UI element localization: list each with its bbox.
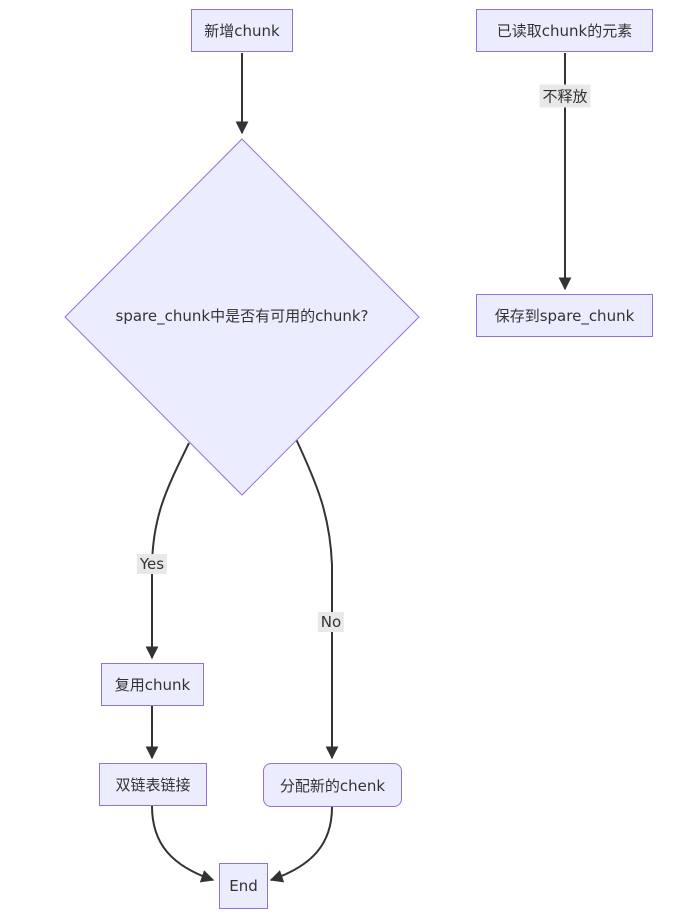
edge-label-no: No bbox=[317, 612, 345, 632]
edge-decision-alloc bbox=[295, 438, 339, 760]
node-doubly-linked: 双链表链接 bbox=[99, 763, 207, 806]
node-decision-label: spare_chunk中是否有可用的chunk? bbox=[115, 307, 369, 325]
edge-label-no-release: 不释放 bbox=[539, 84, 591, 108]
node-new-chunk: 新增chunk bbox=[191, 9, 293, 52]
edge-alloc-end bbox=[269, 806, 333, 883]
edge-label-yes: Yes bbox=[136, 554, 168, 574]
node-alloc-new: 分配新的chenk bbox=[263, 763, 402, 807]
node-reuse-chunk: 复用chunk bbox=[101, 663, 204, 706]
edge-decision-reuse bbox=[145, 442, 190, 660]
node-decision-shape bbox=[64, 138, 420, 496]
edge-doublylinked-end bbox=[151, 805, 215, 883]
node-read-elements: 已读取chunk的元素 bbox=[476, 9, 653, 52]
node-save-spare: 保存到spare_chunk bbox=[476, 294, 653, 337]
node-end: End bbox=[219, 863, 268, 909]
